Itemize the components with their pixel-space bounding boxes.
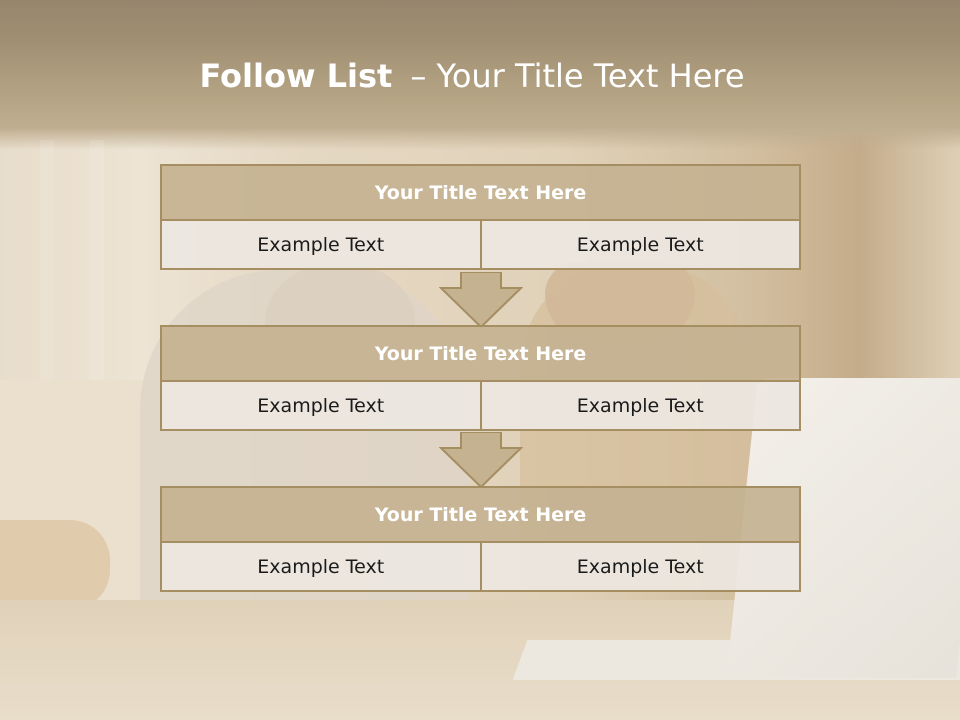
down-arrow-icon (439, 272, 523, 328)
slide-title: Follow List– Your Title Text Here (0, 54, 944, 98)
list-block-2: Your Title Text Here Example Text Exampl… (160, 325, 801, 431)
list-block-1: Your Title Text Here Example Text Exampl… (160, 164, 801, 270)
block-cell-right: Example Text (481, 543, 801, 592)
block-cell-left: Example Text (160, 543, 482, 592)
block-row: Example Text Example Text (160, 221, 801, 270)
wall-stripe (90, 140, 104, 400)
block-row: Example Text Example Text (160, 543, 801, 592)
block-heading: Your Title Text Here (160, 486, 801, 543)
list-block-3: Your Title Text Here Example Text Exampl… (160, 486, 801, 592)
slide-title-text: Your Title Text Here (436, 57, 745, 95)
slide-title-bold: Follow List (199, 57, 393, 95)
block-cell-left: Example Text (160, 382, 482, 431)
block-cell-right: Example Text (481, 382, 801, 431)
wall-stripe (40, 140, 54, 400)
block-heading: Your Title Text Here (160, 325, 801, 382)
block-heading: Your Title Text Here (160, 164, 801, 221)
block-cell-right: Example Text (481, 221, 801, 270)
cushion (0, 520, 110, 610)
block-row: Example Text Example Text (160, 382, 801, 431)
down-arrow-icon (439, 432, 523, 488)
slide-title-dash: – (410, 57, 427, 95)
block-cell-left: Example Text (160, 221, 482, 270)
